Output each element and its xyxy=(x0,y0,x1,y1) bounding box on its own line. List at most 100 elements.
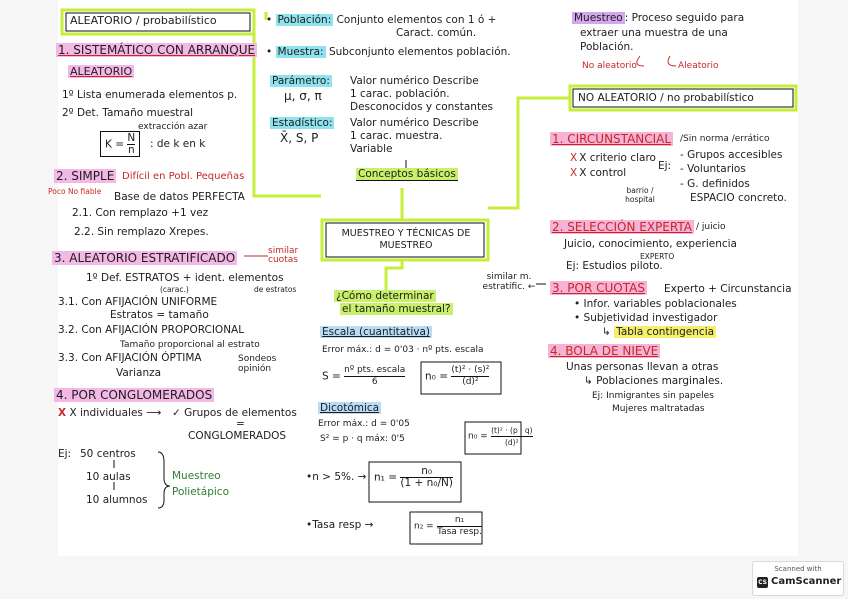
s4-title: 4. POR CONGLOMERADOS xyxy=(54,388,215,402)
muestreo-def-1: Muestreo: Proceso seguido para xyxy=(572,12,745,24)
s3-3-sondeos: Sondeos opinión xyxy=(238,354,277,374)
c4-title: 4. BOLA DE NIEVE xyxy=(548,344,661,358)
dico-n0-formula: n₀ = (t)² · (p · q)(d)² xyxy=(468,426,533,447)
s4-individuales: X X individuales ⟶ xyxy=(58,407,162,419)
c4-l4: Mujeres maltratadas xyxy=(612,404,705,414)
s2-base: Base de datos PERFECTA xyxy=(114,191,245,203)
n1-cond: •n > 5%. → xyxy=(306,471,367,483)
c1-ej: Ej: xyxy=(658,160,672,172)
tamano-q1: ¿Cómo determinar xyxy=(334,290,436,302)
c3-title: 3. POR CUOTAS xyxy=(550,281,647,295)
parametro-k: Parámetro: xyxy=(270,75,332,87)
s4-grupos: ✓ Grupos de elementos xyxy=(172,407,297,419)
ej-polietapico: Polietápico xyxy=(172,486,230,498)
c1-title: 1. CIRCUNSTANCIAL xyxy=(550,132,674,146)
no-aleatorio-title: NO ALEATORIO / no probabilístico xyxy=(578,92,754,104)
dico-title: Dicotómica xyxy=(318,402,382,414)
ej-50-centros: 50 centros xyxy=(80,448,136,460)
center-title: MUESTREO Y TÉCNICAS DE MUESTREO xyxy=(341,228,471,251)
c1-espacio: ESPACIO concreto. xyxy=(690,192,787,204)
muestreo-def-2: extraer una muestra de una xyxy=(580,27,728,39)
connector-right xyxy=(488,96,573,210)
badge-line2: CamScanner xyxy=(771,576,842,587)
poblacion-2: Caract. común. xyxy=(396,27,477,39)
s4-conglomerados: CONGLOMERADOS xyxy=(188,430,287,442)
s1-step1: 1º Lista enumerada elementos p. xyxy=(62,89,238,101)
s2-2: 2.2. Sin remplazo Xrepes. xyxy=(74,226,209,238)
s3-1: 3.1. Con AFIJACIÓN UNIFORME xyxy=(58,296,218,308)
ej-label: Ej: xyxy=(58,448,72,460)
s3-similar: similar cuotas xyxy=(268,246,299,265)
c3-tabla: ↳ Tabla contingencia xyxy=(602,326,717,338)
estadistico-v2: 1 carac. muestra. xyxy=(350,130,443,142)
c4-l1: Unas personas llevan a otras xyxy=(566,361,719,373)
conceptos-label: Conceptos básicos xyxy=(356,168,458,181)
c3-similar: similar m. estratific. ← xyxy=(482,272,536,292)
parametro-v2: 1 carac. población. xyxy=(350,88,450,100)
c2-juicio: Juicio, conocimiento, experiencia xyxy=(564,238,737,250)
estadistico-v3: Variable xyxy=(350,143,393,155)
c3-infor: • Infor. variables poblacionales xyxy=(574,298,737,310)
muestreo-def-3: Población. xyxy=(580,41,634,53)
c1-grupos: - Grupos accesibles xyxy=(680,149,783,161)
c1-voluntarios: - Voluntarios xyxy=(680,163,746,175)
center-box-frame xyxy=(320,218,490,262)
s3-de-estratos: de estratos xyxy=(254,285,297,294)
c2-title: 2. SELECCIÓN EXPERTA xyxy=(550,220,694,234)
parametro-v3: Desconocidos y constantes xyxy=(350,101,494,113)
s1-step2: 2º Det. Tamaño muestral xyxy=(62,107,194,119)
badge-line1: Scanned with xyxy=(774,565,822,573)
n1-formula: n₁ = n₀(1 + n₀/N) xyxy=(374,465,453,489)
c3-sub: Experto + Circunstancia xyxy=(664,283,792,295)
dico-error: Error máx.: d = 0'05 xyxy=(318,419,410,429)
c1-gdefinidos: - G. definidos xyxy=(680,178,750,190)
s2-title: 2. SIMPLE xyxy=(54,169,117,183)
muestra: • Muestra: Subconjunto elementos poblaci… xyxy=(266,46,511,58)
muestreo-aleatorio: Aleatorio xyxy=(678,61,719,71)
s3-3: 3.3. Con AFIJACIÓN ÓPTIMA xyxy=(58,352,202,364)
s2-sub: Difícil en Pobl. Pequeñas xyxy=(122,171,245,182)
parametro-v1: Valor numérico Describe xyxy=(350,75,479,87)
c2-experto: EXPERTO xyxy=(640,252,675,261)
c2-ej: Ej: Estudios piloto. xyxy=(566,260,663,272)
aleatorio-title: ALEATORIO / probabilístico xyxy=(70,14,217,27)
s1-title: 1. SISTEMÁTICO CON ARRANQUE xyxy=(56,43,258,57)
s1-dek: : de k en k xyxy=(150,138,206,150)
escala-title: Escala (cuantitativa) xyxy=(320,326,432,338)
estadistico-v1: Valor numérico Describe xyxy=(350,117,479,129)
s3-3b: Varianza xyxy=(116,367,162,379)
c2-sub: / juicio xyxy=(696,222,726,232)
s1-title2: ALEATORIO xyxy=(68,65,135,78)
ej-muestreo: Muestreo xyxy=(172,470,221,482)
s4-eq: = xyxy=(236,418,245,430)
n2-cond: •Tasa resp → xyxy=(306,519,374,531)
s3-1b: Estratos = tamaño xyxy=(110,309,209,321)
s3-step1: 1º Def. ESTRATOS + ident. elementos xyxy=(86,272,284,284)
ej-10-alumnos: 10 alumnos xyxy=(86,494,148,506)
estadistico-k: Estadístico: xyxy=(270,117,335,129)
s3-2b: Tamaño proporcional al estrato xyxy=(120,340,260,350)
poblacion: • Población: Conjunto elementos con 1 ó … xyxy=(266,14,497,26)
camscanner-logo-icon: CS xyxy=(757,577,768,588)
ej-10-aulas: 10 aulas xyxy=(86,471,131,483)
connector-left xyxy=(252,20,321,198)
estadistico-sym: X̄, S, P xyxy=(280,131,319,145)
no-aleatorio-box-frame xyxy=(568,84,798,112)
c4-l2: ↳ Poblaciones marginales. xyxy=(584,375,724,387)
dico-s: S² = p · q máx: 0'5 xyxy=(320,434,405,444)
tamano-q2: el tamaño muestral? xyxy=(340,303,453,315)
c1-barrio: barrio / hospital xyxy=(625,186,655,204)
s2-1: 2.1. Con remplazo +1 vez xyxy=(72,207,209,219)
s3-carac: (carac.) xyxy=(160,285,189,294)
escala-error: Error máx.: d = 0'03 · nº pts. escala xyxy=(322,345,484,355)
camscanner-badge: Scanned with CS CamScanner xyxy=(752,561,844,596)
c4-l3: Ej: Inmigrantes sin papeles xyxy=(592,391,714,401)
c3-subjetividad: • Subjetividad investigador xyxy=(574,312,718,324)
s3-title: 3. ALEATORIO ESTRATIFICADO xyxy=(52,251,238,265)
